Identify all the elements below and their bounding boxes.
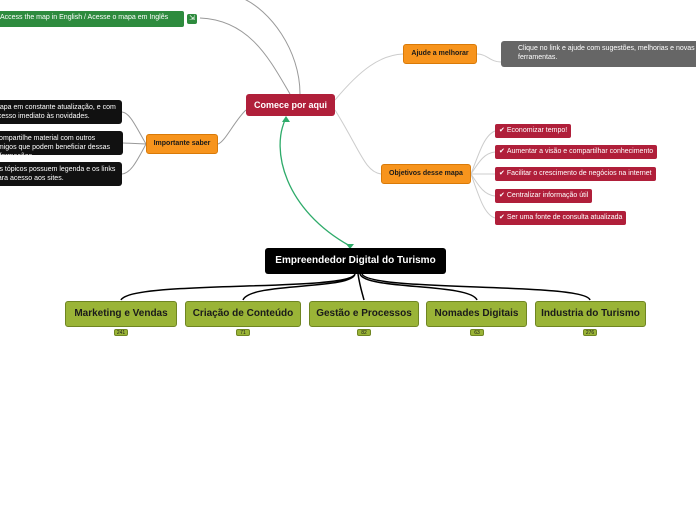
external-link-icon[interactable]: ⇲ [187,14,197,24]
ajude-note: Clique no link e ajude com sugestões, me… [501,41,696,67]
relation-arrow-head-top [282,116,290,122]
category-nomades-digitais[interactable]: Nomades Digitais [426,301,527,327]
category-industria-turismo[interactable]: Industria do Turismo [535,301,646,327]
root-node-comece[interactable]: Comece por aqui [246,94,335,116]
connector-top-link [199,17,291,95]
relation-arrow-line [279,117,351,247]
english-map-link[interactable]: Access the map in English / Acesse o map… [0,11,184,27]
objetivo-item-2[interactable]: ✔Aumentar a visão e compartilhar conheci… [495,145,658,159]
category-count-badge: 82 [357,329,371,336]
check-icon: ✔ [499,127,505,134]
connector-importante [217,109,247,145]
category-marketing-vendas[interactable]: Marketing e Vendas [65,301,177,327]
check-icon: ✔ [499,148,505,155]
category-gestao-processos[interactable]: Gestão e Processos [309,301,419,327]
importante-note-3: Os tópicos possuem legenda e os links pa… [0,162,122,186]
objetivo-item-5[interactable]: ✔Ser uma fonte de consulta atualizada [495,211,627,225]
objetivo-item-4[interactable]: ✔Centralizar informação útil [495,189,593,203]
importante-note-2: Compartilhe material com outros amigos q… [0,131,123,160]
topic-objetivos[interactable]: Objetivos desse mapa [381,164,471,184]
connector-objetivos [334,109,382,175]
importante-note-1: Mapa em constante atualização, e com ace… [0,100,122,124]
check-icon: ✔ [499,214,505,221]
connector-top-line [244,0,301,95]
check-icon: ✔ [499,192,505,199]
connector-objetivos-items [470,130,496,219]
category-count-badge: 276 [583,329,597,336]
connector-note [476,53,502,63]
category-count-badge: 63 [470,329,484,336]
topic-importante-saber[interactable]: Importante saber [146,134,218,154]
central-node-empreendedor[interactable]: Empreendedor Digital do Turismo [265,248,446,274]
connector-importante-notes [121,111,147,175]
objetivo-item-1[interactable]: ✔Economizar tempo! [495,124,572,138]
connector-ajude [334,53,404,101]
connector-categories [120,273,591,301]
category-count-badge: 241 [114,329,128,336]
topic-ajude-melhorar[interactable]: Ajude a melhorar [403,44,477,64]
category-count-badge: 71 [236,329,250,336]
objetivo-item-3[interactable]: ✔Facilitar o crescimento de negócios na … [495,167,656,181]
relation-arrow-head-bottom [346,244,354,249]
category-criacao-conteudo[interactable]: Criação de Conteúdo [185,301,301,327]
check-icon: ✔ [499,170,505,177]
